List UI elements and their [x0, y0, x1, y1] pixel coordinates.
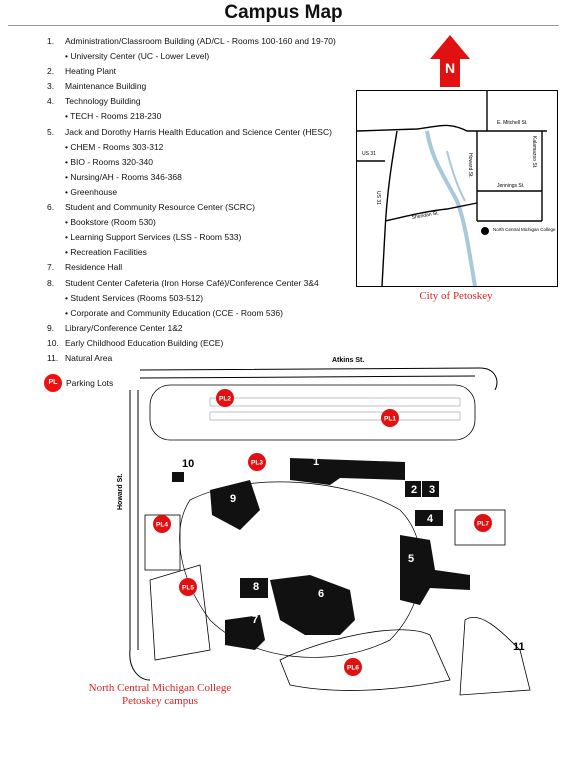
svg-text:PL1: PL1 — [384, 416, 396, 423]
building-8 — [240, 578, 268, 598]
building-10 — [172, 472, 184, 482]
atkins-street — [139, 367, 498, 391]
building-2 — [405, 481, 421, 497]
legend-number: 11. — [47, 352, 59, 363]
legend-label: Natural Area — [65, 352, 113, 363]
legend-number: 4. — [47, 96, 55, 107]
svg-text:US 31: US 31 — [362, 151, 376, 157]
inset-road — [356, 124, 547, 132]
building-label-4: 4 — [427, 513, 434, 525]
page-title: Campus Map — [224, 2, 343, 23]
howard-street-label: Howard St. — [117, 473, 124, 510]
legend-subitem: • Greenhouse — [65, 186, 118, 197]
svg-text:Howard St.: Howard St. — [467, 153, 473, 178]
parking-badge-7: PL7 — [474, 514, 492, 532]
legend-number: 7. — [47, 262, 55, 273]
parking-badge-4: PL4 — [153, 515, 171, 533]
building-5 — [400, 535, 470, 605]
svg-text:PL3: PL3 — [251, 460, 263, 467]
legend-subitem: • Corporate and Community Education (CCE… — [65, 307, 283, 318]
legend-label: Early Childhood Education Building (ECE) — [65, 337, 224, 348]
parking-badge-5: PL5 — [179, 578, 197, 596]
parking-badge-3: PL3 — [248, 453, 266, 471]
legend-subitem: • Bookstore (Room 530) — [65, 217, 156, 228]
west-parking-lot — [144, 514, 181, 571]
building-7 — [225, 615, 265, 650]
building-3 — [422, 481, 439, 497]
building-4 — [415, 510, 443, 526]
campus-caption: North Central Michigan College Petoskey … — [88, 682, 232, 707]
parking-badge-2: PL2 — [216, 389, 234, 407]
building-1 — [290, 458, 405, 485]
north-parking-lot — [149, 384, 476, 441]
svg-text:PL6: PL6 — [347, 665, 359, 672]
river — [425, 130, 477, 287]
howard-street — [129, 390, 151, 681]
building-label-5: 5 — [408, 553, 414, 565]
building-label-9: 9 — [230, 493, 236, 505]
parking-key-badge: PL — [44, 374, 62, 392]
parking-badge-6: PL6 — [344, 658, 362, 676]
legend-subitem: • University Center (UC - Lower Level) — [65, 51, 210, 62]
legend-label: Student and Community Resource Center (S… — [65, 202, 255, 213]
building-6 — [270, 575, 355, 635]
building-9 — [210, 480, 260, 530]
building-label-10: 10 — [182, 458, 194, 470]
legend-subitem: • CHEM - Rooms 303-312 — [65, 141, 164, 152]
legend-number: 10. — [47, 337, 59, 348]
legend-subitem: • Student Services (Rooms 503-512) — [65, 292, 204, 303]
legend-label: Jack and Dorothy Harris Health Education… — [65, 126, 332, 137]
building-label-6: 6 — [318, 588, 324, 600]
title-rule — [8, 25, 559, 26]
city-inset-map: E. Mitchell St. US 31 Howard St. Kalamaz… — [356, 90, 558, 287]
college-marker-icon — [481, 227, 489, 235]
legend-number: 6. — [47, 202, 55, 213]
parking-badge-1: PL1 — [381, 409, 399, 427]
legend-subitem: • TECH - Rooms 218-230 — [65, 111, 162, 122]
building-label-7: 7 — [252, 614, 258, 626]
svg-text:PL7: PL7 — [477, 521, 489, 528]
north-letter: N — [445, 60, 455, 76]
legend-number: 3. — [47, 81, 55, 92]
legend-subitem: • Nursing/AH - Rooms 346-368 — [65, 171, 182, 182]
legend-number: 9. — [47, 322, 55, 333]
building-label-1: 1 — [313, 456, 319, 468]
svg-text:Kalamazoo St.: Kalamazoo St. — [531, 136, 537, 169]
parking-key-label: Parking Lots — [66, 378, 114, 388]
legend-number: 2. — [47, 66, 55, 77]
svg-text:PL5: PL5 — [182, 585, 194, 592]
svg-text:PL4: PL4 — [156, 522, 168, 529]
legend-label: Technology Building — [65, 96, 141, 107]
svg-text:PL2: PL2 — [219, 396, 231, 403]
legend-label: Library/Conference Center 1&2 — [65, 322, 183, 333]
college-label: North Central Michigan College — [493, 227, 556, 232]
legend-label: Administration/Classroom Building (AD/CL… — [65, 36, 336, 46]
inset-caption: City of Petoskey — [419, 290, 493, 302]
building-label-8: 8 — [253, 581, 259, 593]
legend-number: 8. — [47, 277, 55, 288]
svg-text:Jennings St.: Jennings St. — [497, 183, 525, 189]
legend-subitem: • BIO - Rooms 320-340 — [65, 156, 154, 167]
building-label-3: 3 — [429, 484, 435, 496]
svg-text:Sheridan St.: Sheridan St. — [411, 210, 439, 221]
svg-text:E. Mitchell St.: E. Mitchell St. — [497, 120, 528, 126]
legend-number: 5. — [47, 126, 55, 137]
legend-label: Heating Plant — [65, 66, 117, 77]
north-arrow-icon: N — [430, 35, 470, 87]
svg-text:US 31: US 31 — [375, 191, 381, 205]
east-parking-lot — [454, 509, 506, 546]
legend-number: 1. — [47, 36, 55, 46]
legend-label: Student Center Cafeteria (Iron Horse Caf… — [65, 277, 319, 288]
legend-subitem: • Learning Support Services (LSS - Room … — [65, 232, 242, 243]
southwest-parking-lot — [149, 564, 211, 661]
legend-subitem: • Recreation Facilities — [65, 247, 147, 258]
legend-label: Maintenance Building — [65, 81, 147, 92]
building-label-11: 11 — [513, 641, 525, 653]
legend-label: Residence Hall — [65, 262, 123, 273]
south-parking-lot — [279, 629, 451, 691]
atkins-street-label: Atkins St. — [332, 357, 364, 364]
building-label-2: 2 — [411, 484, 417, 496]
natural-area — [459, 617, 531, 696]
